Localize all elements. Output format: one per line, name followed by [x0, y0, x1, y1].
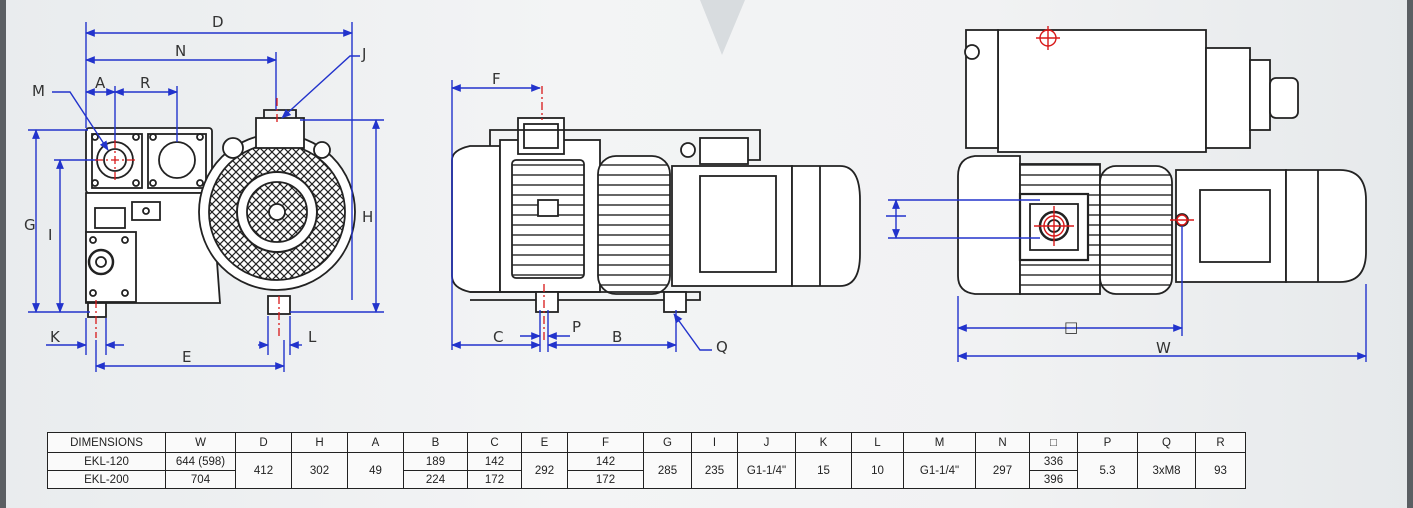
technical-drawing: D N J M A R G I H K L E [24, 0, 1367, 372]
dim-label-K: K [50, 328, 61, 346]
dim-label-F: F [492, 70, 501, 88]
dim-label-C: C [493, 328, 503, 346]
side-centerlines [541, 86, 545, 342]
front-view [85, 109, 356, 318]
cell-M: G1-1/4" [903, 452, 976, 489]
dimensions-table: DIMENSIONS W D H A B C E F G I J K L M N… [47, 432, 1246, 489]
cell-N: 297 [975, 452, 1030, 489]
header-cell: K [795, 432, 852, 453]
cell-K: 15 [795, 452, 852, 489]
dim-label-L: L [308, 328, 317, 346]
top-decor-triangle [700, 0, 745, 55]
dim-label-O: □ [1064, 318, 1078, 336]
dim-label-Q: Q [716, 338, 728, 356]
dim-label-J: J [361, 45, 366, 63]
cell-W: 704 [165, 470, 236, 489]
dim-label-G: G [24, 216, 36, 234]
cell-B: 189 [403, 452, 468, 471]
cell-E: 292 [521, 452, 568, 489]
dim-label-M: M [32, 82, 45, 100]
header-cell: E [521, 432, 568, 453]
cell-P: 5.3 [1077, 452, 1138, 489]
cell-J: G1-1/4" [737, 452, 796, 489]
cell-O: 336 [1029, 452, 1078, 471]
cell-C: 172 [467, 470, 522, 489]
left-frame-bar [0, 0, 6, 508]
dim-label-H: H [362, 208, 373, 226]
side-dim-labels: F C P B Q [492, 70, 728, 356]
model-cell: EKL-120 [47, 452, 166, 471]
header-cell: DIMENSIONS [47, 432, 166, 453]
cell-D: 412 [235, 452, 292, 489]
model-cell: EKL-200 [47, 470, 166, 489]
header-cell: M [903, 432, 976, 453]
dim-label-R: R [140, 74, 150, 92]
top-dim-labels: □ W [1064, 318, 1171, 357]
header-cell: D [235, 432, 292, 453]
dim-label-E: E [182, 348, 191, 366]
header-cell: Q [1137, 432, 1196, 453]
dim-label-P: P [572, 318, 581, 336]
cell-G: 285 [643, 452, 692, 489]
cell-F: 142 [567, 452, 644, 471]
dim-label-D: D [212, 13, 224, 31]
table-row-ekl-120: EKL-120 644 (598) 412 302 49 189 142 292… [47, 452, 1246, 489]
dim-label-B: B [612, 328, 622, 346]
front-centerlines [95, 98, 280, 338]
cell-F: 172 [567, 470, 644, 489]
side-view [451, 117, 861, 313]
dim-label-W: W [1156, 339, 1171, 357]
cell-W: 644 (598) [165, 452, 236, 471]
top-view [957, 29, 1367, 295]
cell-H: 302 [291, 452, 348, 489]
header-cell: P [1077, 432, 1138, 453]
header-cell: I [691, 432, 738, 453]
cell-C: 142 [467, 452, 522, 471]
dim-label-I: I [48, 226, 52, 244]
front-dimensions [28, 22, 384, 372]
header-cell: R [1195, 432, 1246, 453]
cell-O: 396 [1029, 470, 1078, 489]
cell-A: 49 [347, 452, 404, 489]
header-cell: A [347, 432, 404, 453]
header-cell: J [737, 432, 796, 453]
side-dimensions [451, 80, 712, 352]
cell-R: 93 [1195, 452, 1246, 489]
header-cell: G [643, 432, 692, 453]
top-dimensions [886, 199, 1367, 362]
cell-L: 10 [851, 452, 904, 489]
top-markers [1034, 26, 1194, 246]
header-cell: N [975, 432, 1030, 453]
cell-B: 224 [403, 470, 468, 489]
front-dim-labels: D N J M A R G I H K L E [24, 13, 373, 366]
table-row-ekl-200: EKL-200 704 224 172 172 396 [47, 470, 1246, 489]
header-cell: F [567, 432, 644, 453]
dim-label-A: A [95, 74, 106, 92]
header-cell: L [851, 432, 904, 453]
header-cell: C [467, 432, 522, 453]
header-cell: □ [1029, 432, 1078, 453]
dim-label-N: N [175, 42, 186, 60]
header-cell: W [165, 432, 236, 453]
right-frame-bar [1407, 0, 1413, 508]
cell-Q: 3xM8 [1137, 452, 1196, 489]
header-cell: B [403, 432, 468, 453]
table-header-row: DIMENSIONS W D H A B C E F G I J K L M N… [47, 432, 1246, 453]
cell-I: 235 [691, 452, 738, 489]
header-cell: H [291, 432, 348, 453]
